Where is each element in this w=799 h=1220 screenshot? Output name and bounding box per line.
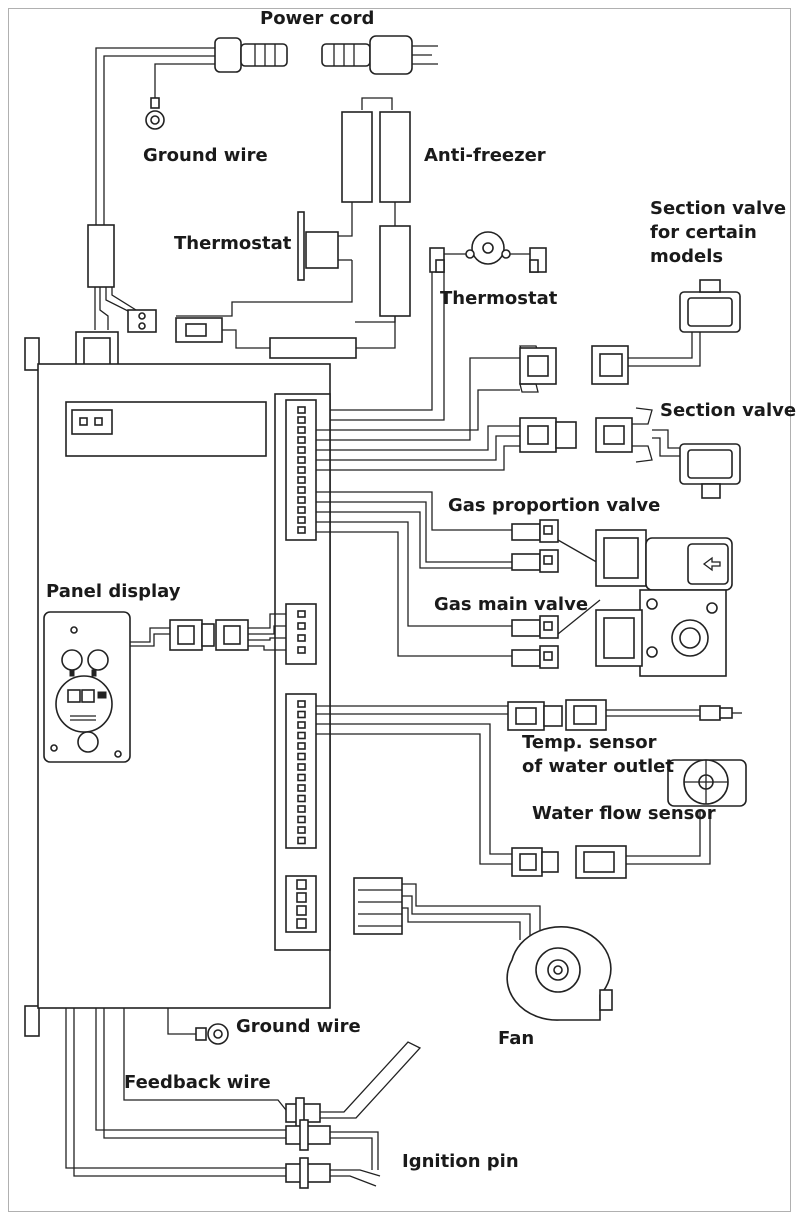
connector-pin	[297, 794, 306, 803]
connector-pin	[297, 506, 306, 514]
connector-pin	[297, 406, 306, 414]
connector-pin	[297, 610, 306, 618]
diagram-frame	[8, 8, 791, 1212]
power-cord-plug	[95, 35, 438, 240]
connector-pin	[297, 416, 306, 424]
label-section-valve-certain-3: models	[650, 246, 724, 267]
connector-pin	[297, 700, 306, 708]
label-feedback-wire: Feedback wire	[124, 1072, 271, 1093]
connector-pin	[297, 646, 306, 654]
anti-freezer-heaters	[176, 97, 411, 323]
board-connector-pins	[296, 406, 307, 929]
connector1-wires	[316, 357, 520, 657]
label-ignition-pin: Ignition pin	[402, 1151, 519, 1172]
panel-display-device	[43, 611, 286, 763]
label-anti-freezer: Anti-freezer	[424, 145, 546, 166]
connector-pin	[297, 773, 306, 782]
connector-pin	[297, 742, 306, 750]
connector-pin	[297, 752, 306, 761]
terminal-block-pin	[296, 905, 307, 916]
connector-pin	[297, 456, 306, 464]
connector-pin	[297, 731, 306, 740]
label-section-valve-certain-2: for certain	[650, 222, 757, 243]
connector-pin	[297, 805, 306, 813]
section-valve	[519, 407, 741, 499]
label-ground-wire-bottom: Ground wire	[236, 1016, 361, 1037]
label-section-valve-certain-1: Section valve	[650, 198, 787, 219]
label-panel-display: Panel display	[46, 581, 181, 602]
connector-pin	[297, 486, 306, 494]
connector-pin	[297, 446, 306, 454]
label-temp-sensor-2: of water outlet	[522, 756, 674, 777]
connector-pin	[297, 516, 306, 524]
connector-pin	[297, 496, 306, 504]
connector-pin	[297, 426, 306, 434]
label-thermostat-left: Thermostat	[174, 233, 292, 254]
terminal-block-pin	[296, 879, 307, 890]
thermostat-right-device	[316, 231, 547, 421]
label-ground-wire-top: Ground wire	[143, 145, 268, 166]
thermostat-left-device	[297, 211, 352, 281]
label-thermostat-right: Thermostat	[440, 288, 558, 309]
connector-pin	[297, 436, 306, 444]
power-cable-bundle	[75, 224, 157, 373]
ground-wire-top-terminal	[145, 97, 165, 130]
label-gas-proportion-valve: Gas proportion valve	[448, 495, 661, 516]
connector-pin	[297, 526, 306, 534]
connector-pin	[297, 784, 306, 792]
section-valve-certain-models	[519, 279, 741, 393]
label-power-cord: Power cord	[260, 8, 375, 29]
terminal-block-pin	[296, 892, 307, 903]
thermostat-connector	[175, 316, 396, 359]
connector-pin	[297, 622, 306, 630]
gas-valve-connectors	[511, 519, 601, 669]
label-water-flow-sensor: Water flow sensor	[532, 803, 716, 824]
gas-valve-body	[595, 529, 733, 677]
terminal-block-pin	[296, 918, 307, 929]
connector-pin	[297, 815, 306, 824]
temp-sensor-device	[316, 699, 742, 731]
connector-pin	[297, 710, 306, 719]
connector-pin	[297, 476, 306, 484]
water-flow-sensor-device	[316, 723, 747, 879]
label-section-valve: Section valve	[660, 400, 797, 421]
connector-pin	[297, 763, 306, 771]
connector-pin	[297, 721, 306, 729]
label-fan: Fan	[498, 1028, 535, 1049]
connector-pin	[297, 826, 306, 834]
bottom-wires	[65, 1008, 422, 1189]
connector-pin	[297, 634, 306, 642]
connector-pin	[297, 836, 306, 845]
connector-pin	[297, 466, 306, 474]
fan-device	[353, 877, 613, 1021]
label-temp-sensor-1: Temp. sensor	[522, 732, 657, 753]
label-gas-main-valve: Gas main valve	[434, 594, 589, 615]
